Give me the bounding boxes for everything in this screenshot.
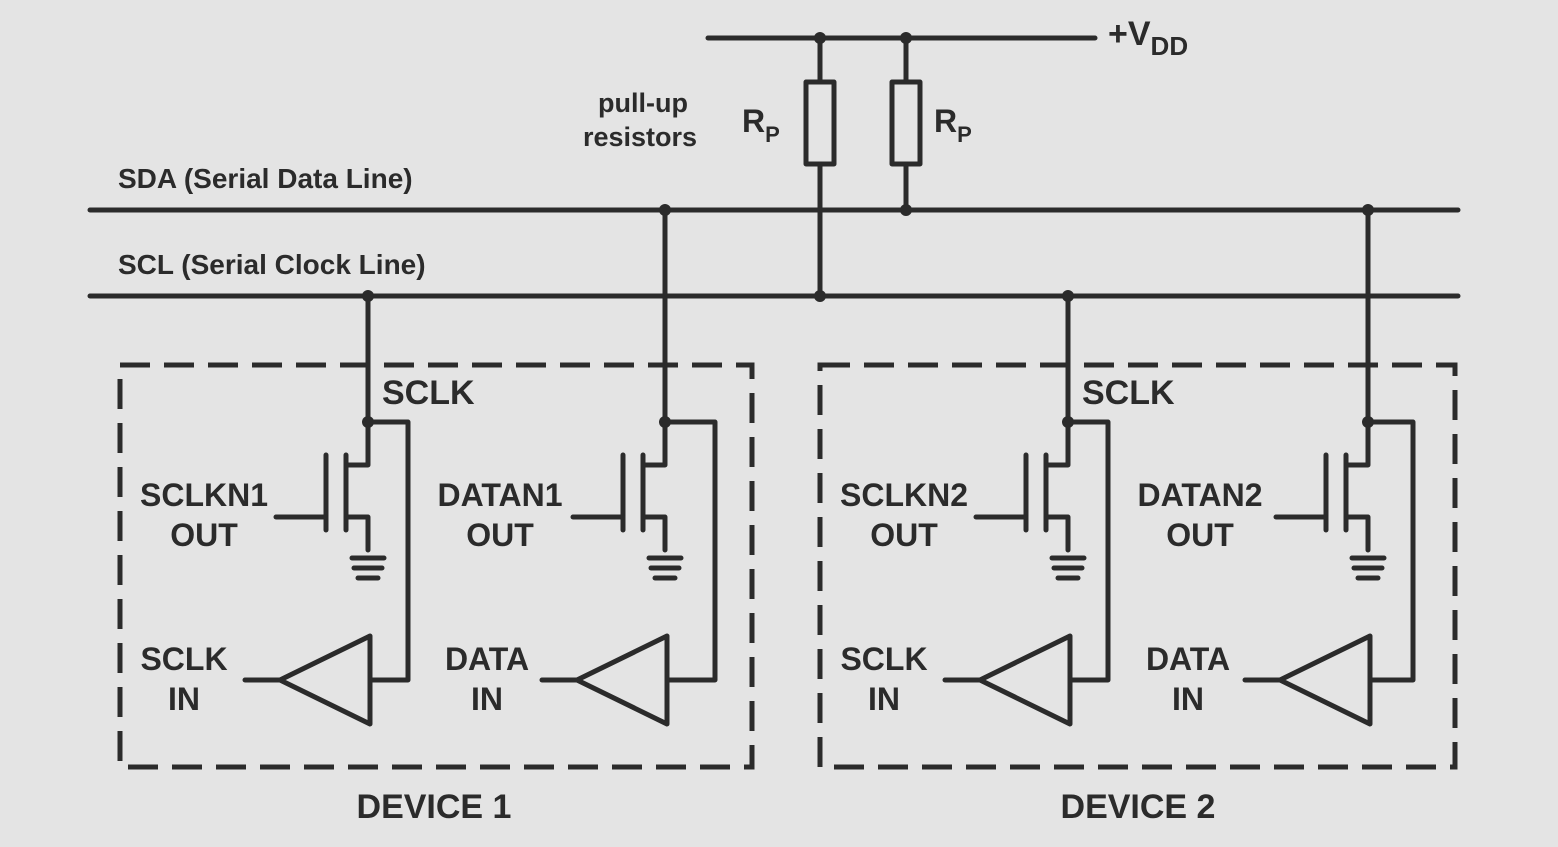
vdd-label: +VDD xyxy=(1108,15,1188,61)
device-1-boundary xyxy=(117,362,755,770)
resistor-label-sda: RP xyxy=(934,103,972,147)
device-1-data-in-label-1: DATA xyxy=(445,641,529,677)
scl-label: SCL (Serial Clock Line) xyxy=(118,249,426,280)
device-1-clk-in-label-2: IN xyxy=(168,681,200,717)
pullup-label-line2: resistors xyxy=(583,122,697,152)
device-1-clk-buffer xyxy=(277,633,373,727)
pullup-resistor-scl xyxy=(803,32,837,302)
device-1-clk-transistor xyxy=(273,416,411,683)
device-2-clk-buffer xyxy=(977,633,1073,727)
device-2-data-in-label-1: DATA xyxy=(1146,641,1230,677)
device-2-clk-out-label-2: OUT xyxy=(870,517,938,553)
sda-label: SDA (Serial Data Line) xyxy=(118,163,413,194)
device-1-sclk-node-label: SCLK xyxy=(382,374,475,412)
device-2-data-transistor xyxy=(1273,416,1416,683)
device-1-clk-out-label-2: OUT xyxy=(170,517,238,553)
device-2-name: DEVICE 2 xyxy=(1061,788,1216,826)
resistor-label-scl: RP xyxy=(742,103,780,147)
device-1-name: DEVICE 1 xyxy=(357,788,512,826)
pullup-resistor-sda xyxy=(889,32,923,216)
device-1-data-out-label-1: DATAN1 xyxy=(437,477,562,513)
device-1-data-transistor xyxy=(570,416,718,683)
device-2-data-out-label-1: DATAN2 xyxy=(1137,477,1262,513)
device-2: SCLK SCLKN2 OUT DATAN2 OUT SCLK IN DATA … xyxy=(817,204,1458,826)
device-2-clk-transistor xyxy=(973,416,1111,683)
device-1: SCLK SCLKN1 OUT DATAN1 OUT SCLK IN DATA … xyxy=(117,204,755,826)
device-1-clk-out-label-1: SCLKN1 xyxy=(140,477,268,513)
device-1-data-buffer xyxy=(574,633,670,727)
device-2-data-buffer xyxy=(1277,633,1373,727)
device-1-data-in-label-2: IN xyxy=(471,681,503,717)
device-1-data-out-label-2: OUT xyxy=(466,517,534,553)
pullup-label-line1: pull-up xyxy=(598,88,688,118)
device-1-clk-in-label-1: SCLK xyxy=(140,641,227,677)
device-2-clk-in-label-2: IN xyxy=(868,681,900,717)
device-2-sclk-node-label: SCLK xyxy=(1082,374,1175,412)
device-2-boundary xyxy=(817,362,1458,770)
device-2-clk-in-label-1: SCLK xyxy=(840,641,927,677)
device-2-clk-out-label-1: SCLKN2 xyxy=(840,477,968,513)
device-2-data-in-label-2: IN xyxy=(1172,681,1204,717)
device-2-data-out-label-2: OUT xyxy=(1166,517,1234,553)
